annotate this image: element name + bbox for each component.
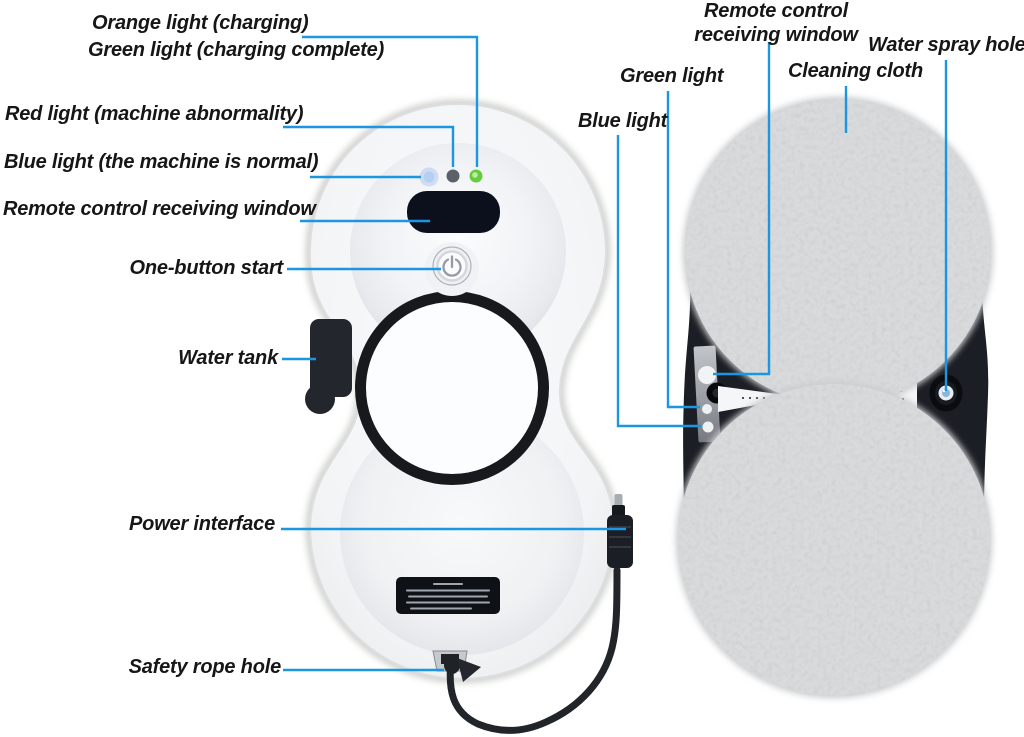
leader-red-light [283, 125, 455, 167]
water-spray-nozzle [929, 374, 963, 412]
leader-blue-light-back [616, 135, 701, 428]
label-blue-light: Blue light (the machine is normal) [4, 151, 319, 173]
label-safety-rope-hole: Safety rope hole [128, 656, 282, 678]
cleaning-cloth-bottom [678, 384, 990, 696]
water-tank [305, 319, 352, 414]
label-green-light-back: Green light [620, 65, 724, 87]
label-power-interface: Power interface [129, 513, 275, 535]
back-remote-receiver [698, 366, 716, 384]
indicator-lights [419, 167, 483, 187]
label-cleaning-cloth: Cleaning cloth [788, 60, 923, 82]
robot-back-view [676, 97, 993, 698]
label-red-light: Red light (machine abnormality) [5, 103, 304, 125]
label-remote-window: Remote control receiving window [3, 198, 316, 220]
back-blue-light [702, 421, 714, 433]
leader-remote-window-back [713, 42, 771, 376]
back-green-light [702, 404, 712, 414]
rope-knot [444, 656, 460, 674]
one-button-start-button [432, 246, 472, 286]
label-blue-light-back: Blue light [578, 110, 668, 132]
label-remote-window-back: Remote control receiving window [694, 0, 858, 46]
robot-front-view [305, 99, 633, 734]
label-one-button-start: One-button start [129, 257, 284, 279]
leader-green-light-back [666, 91, 700, 409]
red-indicator [446, 169, 460, 183]
power-cable [446, 566, 621, 734]
cleaning-cloth-top [685, 99, 991, 405]
label-water-tank: Water tank [178, 347, 278, 369]
leader-lines [281, 35, 948, 672]
remote-receiver-window [407, 191, 500, 233]
info-sticker [396, 577, 500, 614]
blue-indicator [423, 171, 435, 183]
green-indicator-core [472, 172, 478, 178]
power-icon [442, 255, 462, 277]
label-orange-light: Orange light (charging) [92, 12, 309, 34]
rope-clip [457, 658, 481, 682]
label-water-spray-hole: Water spray hole [868, 34, 1024, 56]
leader-orange-green-light [302, 35, 479, 167]
label-green-complete: Green light (charging complete) [88, 39, 385, 61]
center-ring [355, 291, 549, 485]
